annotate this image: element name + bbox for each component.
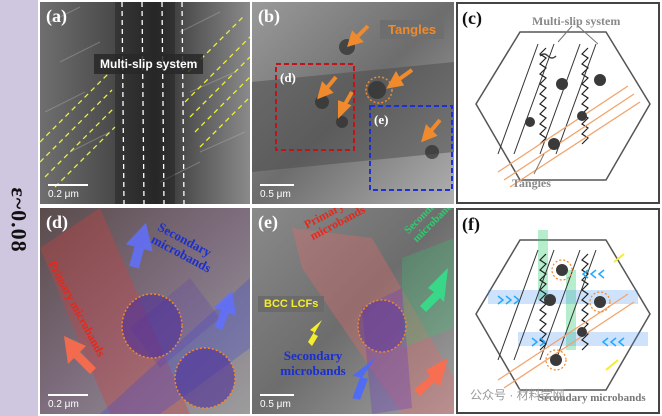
panel-a-tag: Multi-slip system <box>94 54 204 74</box>
scalebar-text: 0.2 μm <box>48 399 79 410</box>
panel-f: (f) Secondary microbands <box>456 208 660 414</box>
panel-a-scalebar: 0.2 μm <box>48 174 108 200</box>
watermark: 公众号 · 材料学网 <box>470 388 565 402</box>
scalebar-text: 0.5 μm <box>260 399 291 410</box>
panel-c: (c) Multi-slip system Tangles <box>456 2 660 204</box>
scalebar-text: 0.5 μm <box>260 189 291 200</box>
panel-e-label: (e) <box>258 212 278 232</box>
panel-b-box-e-label: (e) <box>374 112 389 127</box>
scalebar-line <box>48 184 88 186</box>
panel-b-label: (b) <box>258 6 280 26</box>
panel-a-image <box>40 2 250 204</box>
strain-strip: ε~0.08 <box>0 0 38 416</box>
panel-e-scalebar: 0.5 μm <box>260 384 320 410</box>
panel-b-scalebar: 0.5 μm <box>260 174 320 200</box>
panel-a-label: (a) <box>46 6 67 26</box>
panel-c-multislip-label: Multi-slip system <box>532 14 621 28</box>
scalebar-line <box>260 184 294 186</box>
panel-a: (a) Multi-slip system 0.2 μm <box>40 2 250 204</box>
panel-b-image <box>252 2 454 204</box>
panel-e-bcc-tag: BCC LCFs <box>258 296 325 312</box>
panel-f-diagram <box>475 230 651 391</box>
panel-b-tangles-tag: Tangles <box>380 20 445 39</box>
panel-c-tangles-label: Tangles <box>512 176 551 190</box>
panel-f-label: (f) <box>462 214 480 234</box>
strain-label: ε~0.08 <box>7 187 32 253</box>
panel-d: (d) Primary microbands Secondary microba… <box>40 208 250 414</box>
scalebar-line <box>260 394 294 396</box>
panel-b-box-d-label: (d) <box>280 70 296 85</box>
panel-e-image <box>252 208 454 414</box>
panel-e: (e) Primary microbands Secondary microba… <box>252 208 454 414</box>
panel-d-image <box>40 208 250 414</box>
scalebar-text: 0.2 μm <box>48 189 79 200</box>
panel-d-scalebar: 0.2 μm <box>48 384 108 410</box>
panel-e-secondary-bottom-label: Secondary microbands <box>280 348 346 378</box>
panel-c-label: (c) <box>462 8 482 28</box>
panel-d-label: (d) <box>46 212 68 232</box>
scalebar-line <box>48 394 88 396</box>
panel-f-secondary-label: Secondary microbands <box>538 392 646 404</box>
panel-b: (b) Tangles (d) (e) 0.5 μm <box>252 2 454 204</box>
panel-c-diagram <box>475 25 651 188</box>
